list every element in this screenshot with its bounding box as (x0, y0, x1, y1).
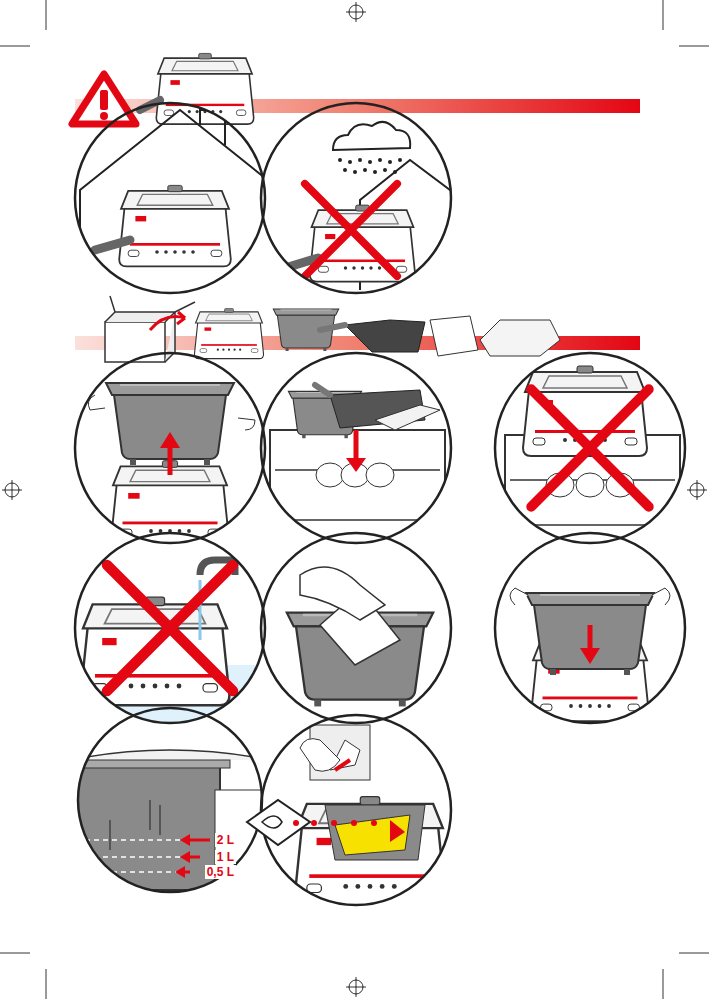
insert-bowl (510, 588, 670, 721)
indoor-scene (80, 110, 280, 290)
volume-label: 0,5 L (205, 865, 236, 879)
no-dishwasher-body (505, 366, 680, 560)
outdoor-scene (285, 122, 470, 290)
eye-symbol (247, 800, 377, 845)
oil-levels (70, 750, 275, 890)
no-water-body (70, 560, 270, 725)
wipe-bowl (287, 567, 433, 706)
volume-label: 2 L (215, 833, 236, 847)
fryer-icon (156, 53, 253, 124)
warning-triangle (72, 74, 136, 124)
volume-label: 1 L (215, 850, 236, 864)
